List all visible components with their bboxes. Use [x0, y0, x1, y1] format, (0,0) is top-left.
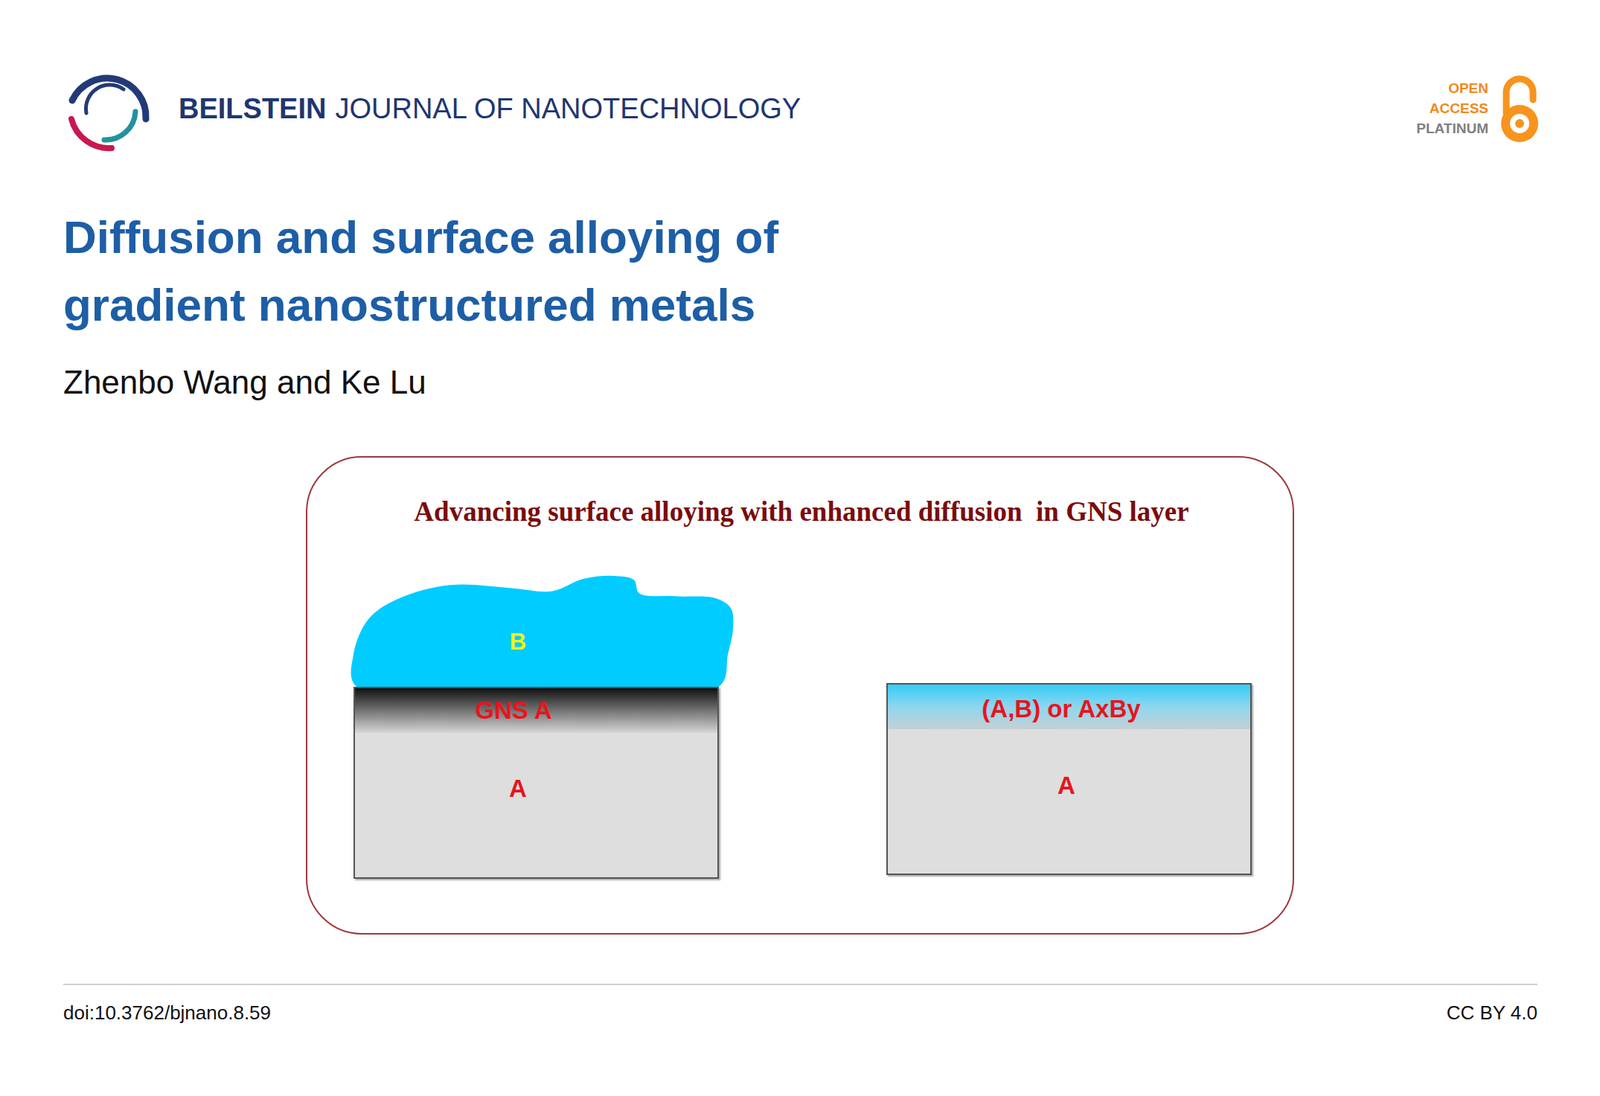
badge-text: PLATINUM [1416, 120, 1489, 137]
author-line: Zhenbo Wang and Ke Lu [63, 363, 427, 402]
doi-text: doi:10.3762/bjnano.8.59 [63, 1002, 271, 1025]
alloyed-box: (A,B) or AxByA [886, 683, 1252, 876]
logo-arc [71, 119, 112, 149]
footer-rule [63, 983, 1538, 986]
lock-ring [1509, 113, 1530, 134]
journal-name: JOURNAL OF NANOTECHNOLOGY [334, 93, 801, 126]
badge-text: ACCESS [1429, 100, 1489, 117]
figure-frame: Advancing surface alloying with enhanced… [305, 456, 1295, 935]
lock-body [1501, 104, 1539, 143]
substrate-box: GNS A A [353, 686, 719, 879]
paper-title: Diffusion and surface alloying of gradie… [63, 203, 942, 339]
blob-outline [353, 576, 734, 687]
logo-arc [104, 111, 136, 140]
logo-arc [85, 84, 124, 114]
journal-logo [71, 78, 146, 149]
open-access-lock [1501, 78, 1539, 143]
material-label: B [509, 628, 527, 656]
material-label: A [509, 774, 527, 803]
layer-label: GNS A [474, 696, 552, 725]
figure-heading: Advancing surface alloying with enhanced… [413, 496, 1189, 529]
badge-text: OPEN [1448, 80, 1489, 97]
layer-label: (A,B) or AxBy [981, 695, 1141, 724]
lock-dot [1515, 119, 1525, 128]
license-text: CC BY 4.0 [1446, 1002, 1538, 1025]
journal-name: BEILSTEIN [178, 93, 326, 126]
material-label: A [1057, 771, 1076, 800]
coating-blob: B [353, 576, 734, 687]
